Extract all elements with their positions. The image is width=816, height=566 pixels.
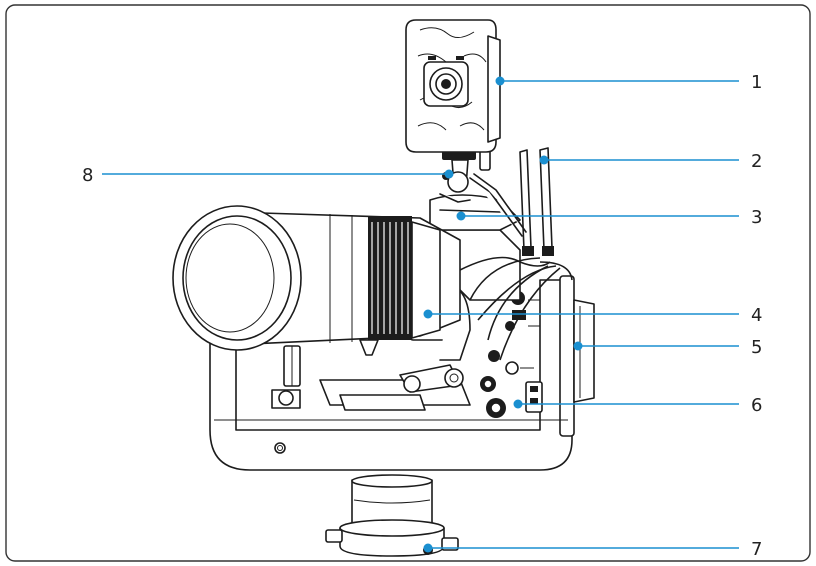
callout-number: 4	[751, 305, 762, 326]
ball-head-mount-icon	[439, 149, 527, 237]
callout-number: 8	[82, 165, 93, 186]
callout-number: 5	[751, 337, 762, 358]
antenna-icon	[519, 147, 573, 281]
lens-icon	[172, 205, 461, 356]
callout-3: 3	[456, 207, 762, 228]
trail-camera-icon	[405, 19, 501, 153]
pan-tilt-base-icon	[325, 474, 459, 557]
housing-icon	[209, 275, 575, 471]
device-illustration	[172, 19, 595, 557]
cables-icon	[459, 256, 561, 361]
callout-number: 6	[751, 395, 762, 416]
callout-4: 4	[423, 305, 762, 326]
callout-8: 8	[82, 165, 454, 186]
callout-2: 2	[539, 151, 762, 172]
connector-panel-icon	[480, 291, 543, 421]
callout-number: 3	[751, 207, 762, 228]
callout-1: 1	[495, 72, 762, 93]
diagram-frame	[5, 4, 811, 562]
callout-7: 7	[423, 539, 762, 560]
callout-5: 5	[573, 337, 762, 358]
callout-6: 6	[513, 395, 762, 416]
callout-number: 1	[751, 72, 762, 93]
tilt-mechanism-icon	[271, 345, 471, 411]
callout-number: 7	[751, 539, 762, 560]
side-panel-icon	[573, 299, 595, 403]
callout-number: 2	[751, 151, 762, 172]
